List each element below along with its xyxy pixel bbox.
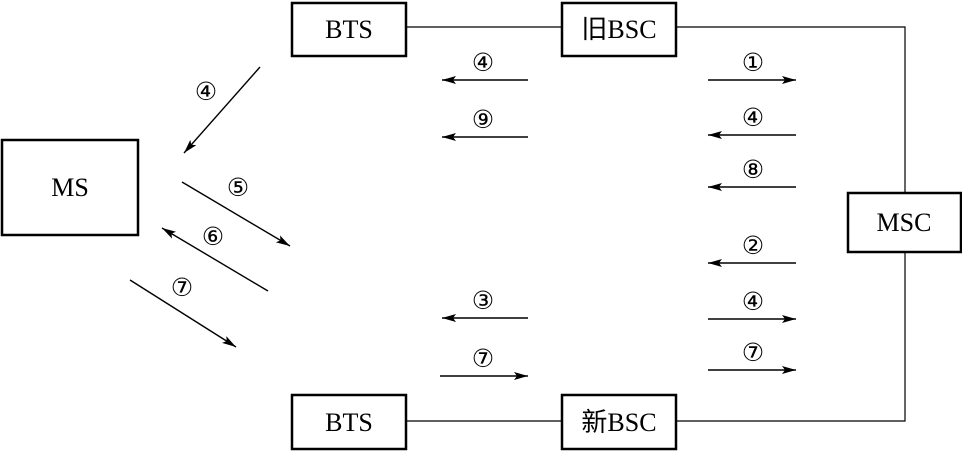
step-oldbsc-to-bts-1: ④ bbox=[472, 48, 494, 77]
new-bsc-node: 新BSC bbox=[560, 393, 678, 451]
bts-top-node: BTS bbox=[290, 1, 408, 58]
step-newbsc-to-msc-1: ④ bbox=[742, 287, 764, 316]
arrow-ms-to-bts-new-2 bbox=[129, 279, 237, 348]
step-bts-new-to-ms: ⑥ bbox=[202, 222, 224, 251]
bts-top-label: BTS bbox=[325, 15, 373, 44]
arrow-bts-new-to-ms bbox=[161, 227, 269, 292]
step-msc-to-newbsc: ② bbox=[742, 231, 764, 260]
link-msc-new-bsc bbox=[676, 252, 906, 422]
bts-bottom-node: BTS bbox=[290, 393, 408, 451]
msc-node: MSC bbox=[846, 191, 962, 254]
step-ms-to-bts-new-2: ⑦ bbox=[171, 273, 193, 302]
new-bsc-label: 新BSC bbox=[581, 408, 656, 437]
step-msc-to-oldbsc-2: ⑧ bbox=[742, 155, 764, 184]
step-newbsc-to-msc-2: ⑦ bbox=[742, 338, 764, 367]
step-ms-to-bts-new: ⑤ bbox=[227, 173, 249, 202]
step-bts-top-to-ms: ④ bbox=[195, 77, 217, 106]
step-bts-to-newbsc: ⑦ bbox=[472, 344, 494, 373]
arrow-bts-top-to-ms bbox=[183, 66, 261, 154]
step-oldbsc-to-msc: ① bbox=[742, 48, 764, 77]
bts-bottom-label: BTS bbox=[325, 408, 373, 437]
step-msc-to-oldbsc-1: ④ bbox=[742, 103, 764, 132]
msc-label: MSC bbox=[877, 208, 932, 237]
arrow-ms-to-bts-new bbox=[181, 181, 291, 247]
old-bsc-node: 旧BSC bbox=[560, 1, 678, 58]
step-newbsc-to-bts-1: ③ bbox=[472, 286, 494, 315]
link-old-bsc-msc bbox=[676, 26, 906, 193]
step-oldbsc-to-bts-2: ⑨ bbox=[472, 105, 494, 134]
old-bsc-label: 旧BSC bbox=[581, 15, 656, 44]
ms-label: MS bbox=[51, 173, 89, 202]
ms-node: MS bbox=[0, 138, 140, 237]
